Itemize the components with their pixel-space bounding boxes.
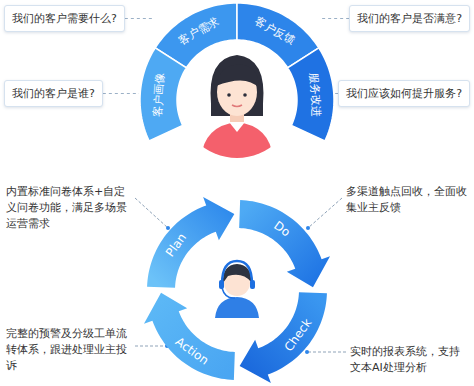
callout-box: 我们的客户是否满意? bbox=[349, 5, 470, 32]
cycle-arrow: Plan bbox=[146, 195, 236, 289]
segment-label: 客户画像 bbox=[152, 73, 166, 118]
feature-note: 实时的报表系统，支持文本AI处理分析 bbox=[350, 344, 470, 376]
arc-segment-fill bbox=[288, 48, 334, 141]
cycle-arrow: Do bbox=[238, 199, 332, 289]
arc-segment-fill bbox=[140, 48, 186, 141]
cycle-arrow: Action bbox=[142, 291, 236, 381]
feature-note: 多渠道触点回收，全面收集业主反馈 bbox=[346, 184, 470, 216]
feature-note: 完整的预警及分级工单流转体系，跟进处理业主投诉 bbox=[6, 326, 132, 374]
woman-avatar bbox=[179, 42, 295, 160]
cycle-arrow-fill bbox=[240, 292, 327, 383]
arc-segment: 服务改进 bbox=[286, 46, 335, 142]
cycle-arrow-shape bbox=[142, 291, 236, 381]
segment-label: 服务改进 bbox=[308, 73, 322, 118]
dashed-connector bbox=[103, 93, 139, 94]
callout-text: 我们的客户是否满意? bbox=[357, 12, 462, 25]
cycle-arrow-shape bbox=[146, 195, 236, 289]
agent-avatar bbox=[197, 250, 277, 330]
callout-box: 我们的客户是谁? bbox=[4, 80, 103, 107]
cycle-arrow: Check bbox=[238, 291, 328, 385]
feature-note: 内置标准问卷体系+自定义问卷功能，满足多场景运营需求 bbox=[6, 184, 132, 232]
cycle-arrow-shape bbox=[238, 199, 332, 289]
arc-segment: 客户画像 bbox=[139, 46, 188, 142]
cycle-arrow-fill bbox=[147, 197, 234, 288]
callout-text: 我们的客户是谁? bbox=[12, 87, 95, 100]
callout-text: 我们的客户需要什么? bbox=[12, 12, 117, 25]
cycle-arrow-fill bbox=[144, 293, 235, 380]
cycle-arrow-fill bbox=[239, 200, 330, 287]
callout-text: 我们应该如何提升服务? bbox=[346, 87, 462, 100]
callout-box: 我们应该如何提升服务? bbox=[338, 80, 470, 107]
dashed-connector bbox=[320, 18, 349, 19]
cycle-arrow-shape bbox=[238, 291, 328, 385]
callout-box: 我们的客户需要什么? bbox=[4, 5, 125, 32]
dashed-connector bbox=[125, 18, 154, 19]
